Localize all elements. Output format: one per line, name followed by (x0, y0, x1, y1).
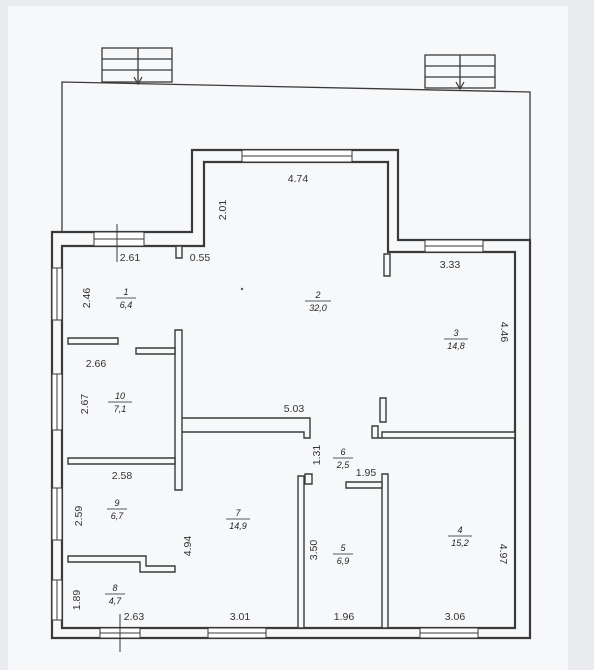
room-label-6: 6 2,5 (333, 447, 353, 470)
svg-text:2: 2 (314, 290, 320, 300)
svg-text:4,7: 4,7 (109, 596, 123, 606)
room-label-10: 10 7,1 (108, 391, 132, 414)
svg-text:9: 9 (114, 498, 119, 508)
center-mark (240, 287, 244, 291)
dim-room5-side: 3.50 (308, 540, 320, 561)
dim-room2-bottom: 5.03 (284, 403, 305, 415)
svg-text:7: 7 (235, 508, 241, 518)
svg-text:6: 6 (340, 447, 345, 457)
room-label-1: 1 6,4 (116, 287, 136, 310)
dim-room7-side: 4.94 (182, 536, 194, 557)
room-label-3: 3 14,8 (444, 328, 468, 351)
room-label-7: 7 14,9 (226, 508, 250, 531)
svg-text:5: 5 (340, 543, 346, 553)
dim-room6-width: 1.95 (356, 467, 377, 479)
room-label-5: 5 6,9 (333, 543, 353, 566)
dim-room8-bottom: 2.63 (124, 611, 145, 623)
dim-room2-left-wall: 2.01 (217, 200, 229, 221)
arrow-down-icon (455, 81, 465, 91)
svg-text:14,9: 14,9 (229, 521, 247, 531)
room-label-4: 4 15,2 (448, 525, 472, 548)
svg-text:15,2: 15,2 (451, 538, 469, 548)
dim-room10-side: 2.67 (79, 394, 91, 415)
svg-text:32,0: 32,0 (309, 303, 327, 313)
stairs-right (424, 54, 496, 89)
dim-room5-bottom: 1.96 (334, 611, 355, 623)
dim-room1-top: 2.61 (120, 252, 141, 264)
dim-room10-top: 2.66 (86, 358, 107, 370)
dim-room9-top: 2.58 (112, 470, 133, 482)
dim-room9-side: 2.59 (73, 506, 85, 527)
room-label-8: 8 4,7 (105, 583, 125, 606)
dim-top-room2: 4.74 (288, 173, 309, 185)
room-label-9: 9 6,7 (107, 498, 127, 521)
dim-room8-side: 1.89 (71, 590, 83, 611)
dim-room7-bottom: 3.01 (230, 611, 251, 623)
dim-room4-side: 4.97 (497, 544, 509, 565)
dim-room3-top: 3.33 (440, 259, 461, 271)
svg-text:4: 4 (457, 525, 462, 535)
dim-room6-side: 1.31 (311, 445, 323, 466)
svg-text:10: 10 (115, 391, 125, 401)
dim-room1-side: 2.46 (81, 288, 93, 309)
svg-text:7,1: 7,1 (114, 404, 127, 414)
svg-text:6,4: 6,4 (120, 300, 133, 310)
terrace-outline (61, 81, 531, 240)
room-label-2: 2 32,0 (305, 290, 331, 313)
svg-text:14,8: 14,8 (447, 341, 465, 351)
dim-room4-bottom: 3.06 (445, 611, 466, 623)
svg-text:3: 3 (453, 328, 458, 338)
svg-text:1: 1 (123, 287, 128, 297)
svg-text:2,5: 2,5 (336, 460, 351, 470)
svg-text:6,9: 6,9 (337, 556, 350, 566)
svg-text:6,7: 6,7 (111, 511, 125, 521)
stairs-left (101, 47, 173, 83)
dim-room1-corner: 0.55 (190, 252, 211, 264)
dim-room3-side: 4.46 (498, 322, 510, 343)
interior-walls (67, 245, 516, 629)
svg-text:8: 8 (112, 583, 117, 593)
